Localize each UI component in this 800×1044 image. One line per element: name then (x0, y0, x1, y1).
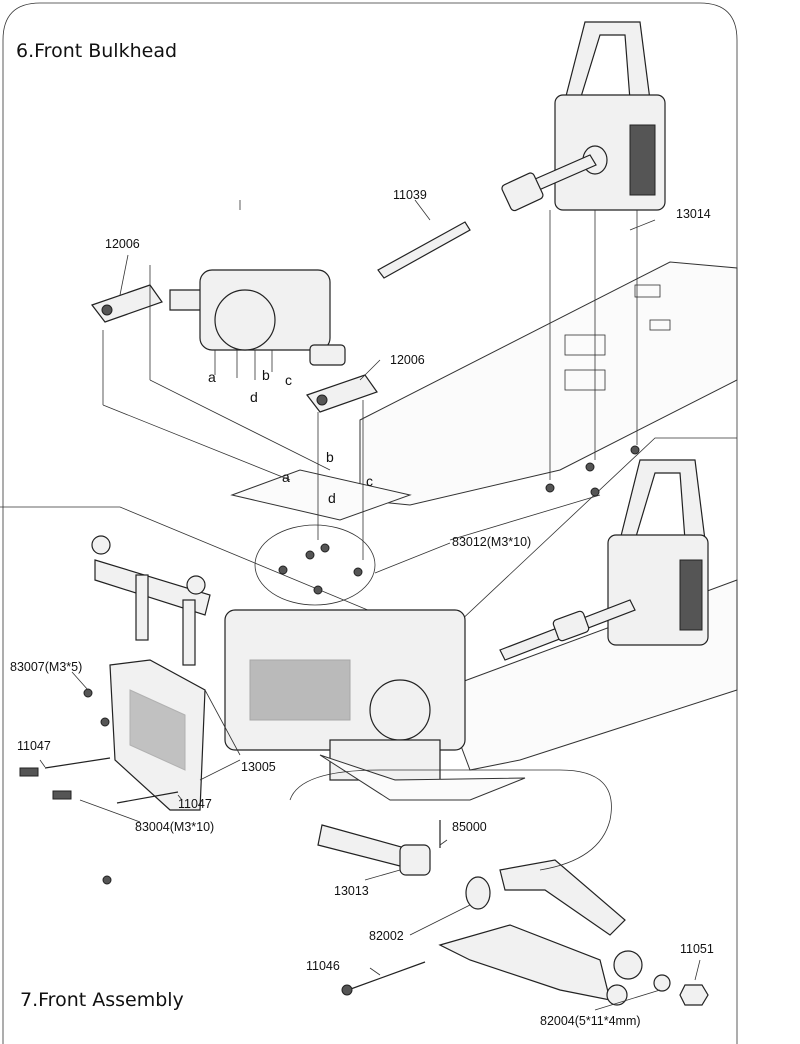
label-13005: 13005 (241, 760, 276, 774)
letter-a-plate: a (282, 469, 290, 485)
label-82002: 82002 (369, 929, 404, 943)
mount-12006-right (306, 374, 378, 413)
section-7-title: 7.Front Assembly (20, 989, 184, 1011)
label-13013: 13013 (334, 884, 369, 898)
bulkhead-upper-assembly (554, 21, 666, 211)
label-12006-right: 12006 (390, 353, 425, 367)
drive-shaft-lower (499, 599, 636, 661)
front-bulkhead-plate (109, 659, 206, 811)
label-12006-left: 12006 (105, 237, 140, 251)
upper-a-arm (499, 859, 626, 936)
lower-a-arm (438, 924, 643, 1006)
bulkhead-lower-assembly (607, 459, 709, 646)
drive-shaft-11039 (377, 154, 597, 279)
bearing-82004 (653, 974, 671, 992)
nut-11051 (679, 984, 709, 1006)
letter-d-top: d (250, 389, 258, 405)
label-11047-mid: 11047 (178, 797, 212, 811)
letter-b-plate: b (326, 449, 334, 465)
section-6-title: 6.Front Bulkhead (16, 40, 177, 62)
differential-assembly (169, 269, 346, 380)
assembly-outline (289, 769, 612, 871)
label-11046: 11046 (306, 959, 340, 973)
label-11047-left: 11047 (17, 739, 51, 753)
guide-lines-7 (39, 671, 701, 1011)
label-83012: 83012(M3*10) (452, 535, 531, 549)
drive-shaft-13013 (317, 820, 491, 910)
letter-d-plate: d (328, 490, 336, 506)
label-11051: 11051 (680, 942, 714, 956)
mounting-plate (230, 469, 412, 606)
letter-c-top: c (285, 372, 292, 388)
label-85000: 85000 (452, 820, 487, 834)
front-assembly-body (224, 609, 526, 801)
letter-a-top: a (208, 369, 216, 385)
mount-12006-left (91, 284, 163, 323)
screws-83012 (278, 445, 640, 595)
pin-11046 (341, 961, 426, 996)
label-83004: 83004(M3*10) (135, 820, 214, 834)
page-border (40, 2, 738, 1044)
label-83007: 83007(M3*5) (10, 660, 82, 674)
label-13014: 13014 (676, 207, 711, 221)
guide-lines-6 (102, 199, 656, 574)
label-82004: 82004(5*11*4mm) (540, 1014, 641, 1028)
screws-lower (19, 688, 179, 885)
shock-tower-13005 (91, 535, 211, 666)
letter-b-top: b (262, 367, 270, 383)
page-border-left (2, 2, 41, 1044)
label-11039: 11039 (393, 188, 427, 202)
letter-c-plate: c (366, 473, 373, 489)
